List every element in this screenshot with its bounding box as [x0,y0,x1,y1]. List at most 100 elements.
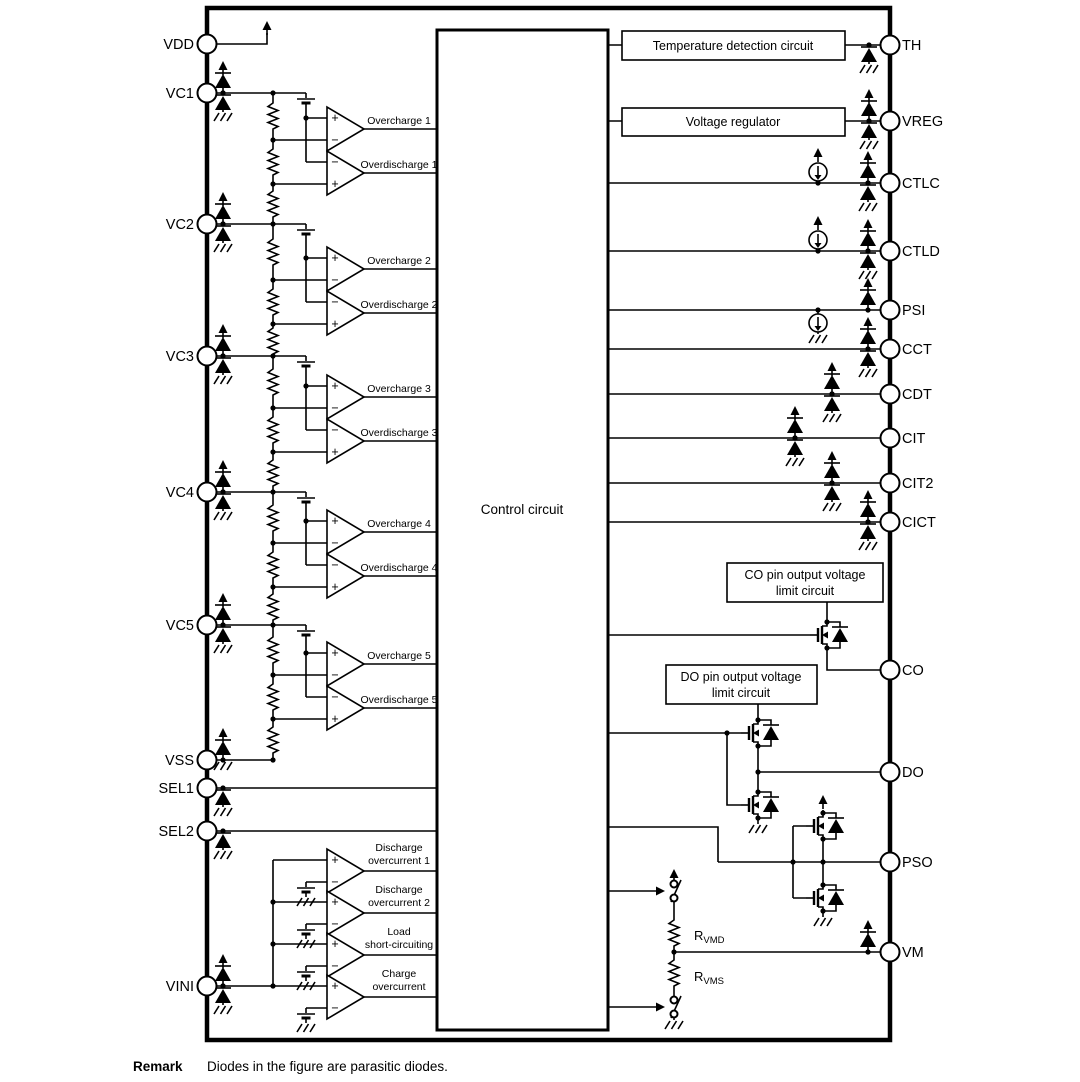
pin-cit2 [879,472,901,494]
overdischarge3-label: Overdischarge 3 [360,427,437,439]
pin-ctld-label: CTLD [902,244,940,260]
overdischarge4-comparator [326,552,366,600]
discharge-oc1-label-2: overcurrent 1 [368,855,430,867]
parasitic-diode-stack-icon [823,451,841,511]
pin-ctld [879,240,901,262]
ground-icon [664,1020,684,1030]
discharge-oc2-label-1: Discharge [375,884,422,896]
charge-oc-label-1: Charge [382,968,417,980]
overcharge3-label: Overcharge 3 [367,383,431,395]
minus-sign: − [331,917,338,931]
remark-text: Diodes in the figure are parasitic diode… [207,1059,448,1074]
discharge-oc1-label-1: Discharge [375,842,422,854]
pin-sel2-label: SEL2 [159,824,194,840]
right-pin-network [608,42,890,550]
co-limit-label-1: CO pin output voltage [745,568,866,582]
plus-sign: + [331,317,338,331]
pin-psi-label: PSI [902,303,925,319]
pin-cdt-label: CDT [902,387,932,403]
pin-vc5-label: VC5 [166,618,194,634]
pin-vini [196,975,218,997]
parasitic-diode-stack-icon [860,89,878,149]
mosfet-icon [810,619,848,651]
minus-sign: − [331,133,338,147]
reference-voltage-icon [295,354,317,368]
minus-sign: − [331,536,338,550]
resistor-icon [267,681,279,713]
temperature-detection-block [621,30,846,61]
resistor-icon [267,286,279,318]
mosfet-icon [741,789,779,821]
resistor-icon [267,100,279,132]
reference-voltage-icon [295,91,317,105]
current-source-icon [809,148,827,186]
pin-cct [879,338,901,360]
minus-sign: − [331,959,338,973]
vm-divider: RVMD RVMS [608,868,890,1030]
pin-co-label: CO [902,663,924,679]
overcharge4-label: Overcharge 4 [367,518,431,530]
rvmd-label: RVMD [694,928,725,946]
minus-sign: − [331,875,338,889]
plus-sign: + [331,937,338,951]
switch-icon [669,879,682,903]
pin-vdd-label: VDD [163,37,194,53]
do-limit-label-2: limit circuit [712,686,771,700]
plus-sign: + [331,251,338,265]
pin-vc5 [196,614,218,636]
pin-pso-label: PSO [902,855,933,871]
resistor-rvmd-icon [668,917,680,949]
mosfet-icon [806,882,844,914]
pin-ctlc [879,172,901,194]
discharge-overcurrent2-comparator [326,889,366,937]
plus-sign: + [331,646,338,660]
parasitic-diode-icon [860,920,876,955]
pin-th-label: TH [902,38,921,54]
plus-sign: + [331,177,338,191]
co-limit-label-2: limit circuit [776,584,835,598]
overcharge1-label: Overcharge 1 [367,115,431,127]
reference-voltage-icon [297,882,315,906]
pin-vdd [196,33,218,55]
overcharge4-comparator [326,508,366,556]
temperature-detection-label: Temperature detection circuit [653,39,814,53]
pin-vss-label: VSS [165,753,194,769]
overcharge3-comparator [326,373,366,421]
mosfet-icon [806,810,844,842]
resistor-icon [267,146,279,178]
overdischarge3-comparator [326,417,366,465]
pin-vss [196,749,218,771]
plus-sign: + [331,514,338,528]
pin-vm [879,941,901,963]
plus-sign: + [331,445,338,459]
overcharge5-label: Overcharge 5 [367,650,431,662]
pin-cit [879,427,901,449]
pin-vc2 [196,213,218,235]
pin-vc2-label: VC2 [166,217,194,233]
plus-sign: + [331,580,338,594]
co-output-stage [608,602,890,671]
load-short-label-2: short-circuiting [365,939,433,951]
resistor-icon [267,236,279,268]
left-pins: VDD VC1 VC2 VC3 VC4 VC5 VSS SEL1 SEL2 VI… [159,33,218,997]
resistor-icon [267,502,279,534]
parasitic-diode-stack-icon [859,219,877,279]
parasitic-diode-icon [215,728,231,763]
discharge-overcurrent1-comparator [326,847,366,895]
current-source-icon [809,307,827,343]
cell-vc3: + − − + Overcharge 3 Overdischarge 3 [207,324,438,492]
pin-cit2-label: CIT2 [902,476,933,492]
control-circuit-label: Control circuit [481,502,564,517]
plus-sign: + [331,111,338,125]
current-source-icon [809,216,827,254]
overdischarge5-comparator [326,684,366,732]
pin-vc1-label: VC1 [166,86,194,102]
parasitic-diode-stack-icon [786,406,804,466]
resistor-icon [267,549,279,581]
overcharge1-comparator [326,105,366,153]
vini-wire [207,954,327,1014]
overcharge2-label: Overcharge 2 [367,255,431,267]
pin-vc1 [196,82,218,104]
pin-ctlc-label: CTLC [902,176,940,192]
